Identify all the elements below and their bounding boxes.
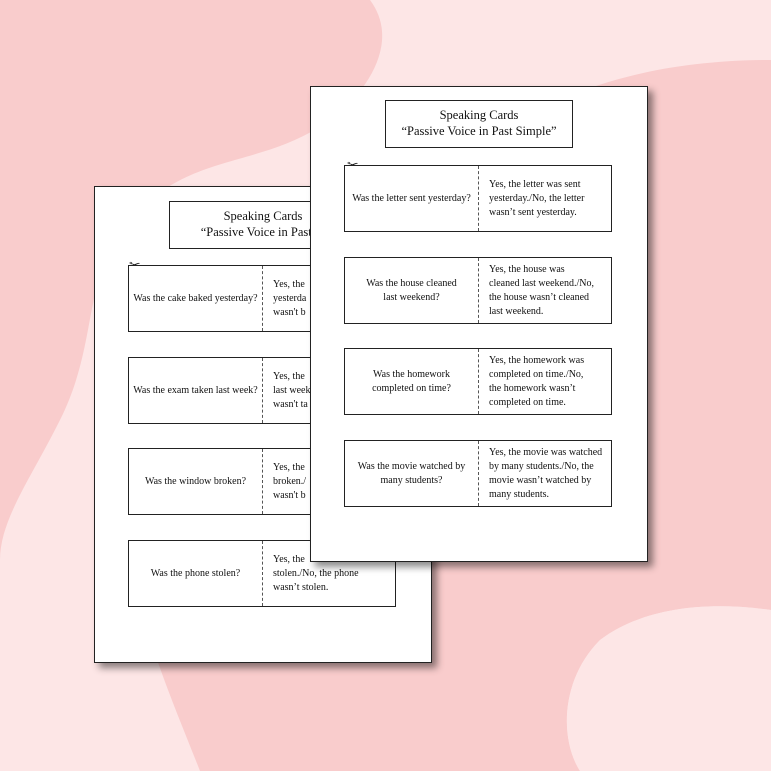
page-title: Speaking Cards <box>223 209 303 223</box>
page-subtitle: “Passive Voice in Past Simple” <box>401 124 557 138</box>
worksheet-page-front: Speaking Cards “Passive Voice in Past Si… <box>310 86 648 562</box>
speaking-card: Was the movie watched by many students? … <box>344 440 612 507</box>
card-answer: Yes, the stolen./No, the phone wasn’t st… <box>273 553 359 593</box>
card-question: Was the movie watched by many students? <box>345 441 479 506</box>
card-answer: Yes, the broken./ wasn't b <box>273 461 307 501</box>
page-title: Speaking Cards <box>439 108 519 122</box>
card-question: Was the letter sent yesterday? <box>345 166 479 231</box>
card-answer: Yes, the movie was watched by many stude… <box>489 446 603 500</box>
speaking-card: Was the homework completed on time? Yes,… <box>344 348 612 415</box>
speaking-card: Was the letter sent yesterday? Yes, the … <box>344 165 612 232</box>
card-answer: Yes, the house was cleaned last weekend.… <box>489 263 594 317</box>
page-subtitle: “Passive Voice in Past Si <box>200 225 326 239</box>
card-answer: Yes, the letter was sent yesterday./No, … <box>489 178 585 218</box>
card-answer: Yes, the homework was completed on time.… <box>489 354 585 408</box>
card-question: Was the homework completed on time? <box>345 349 479 414</box>
card-question: Was the phone stolen? <box>129 541 263 606</box>
card-question: Was the exam taken last week? <box>129 358 263 423</box>
card-question: Was the house cleaned last weekend? <box>345 258 479 323</box>
card-question: Was the window broken? <box>129 449 263 514</box>
card-answer: Yes, the last week wasn't ta <box>273 370 311 410</box>
card-answer: Yes, the yesterda wasn't b <box>273 278 307 318</box>
card-question: Was the cake baked yesterday? <box>129 266 263 331</box>
speaking-card: Was the house cleaned last weekend? Yes,… <box>344 257 612 324</box>
page-title-box: Speaking Cards “Passive Voice in Past Si… <box>385 100 573 148</box>
